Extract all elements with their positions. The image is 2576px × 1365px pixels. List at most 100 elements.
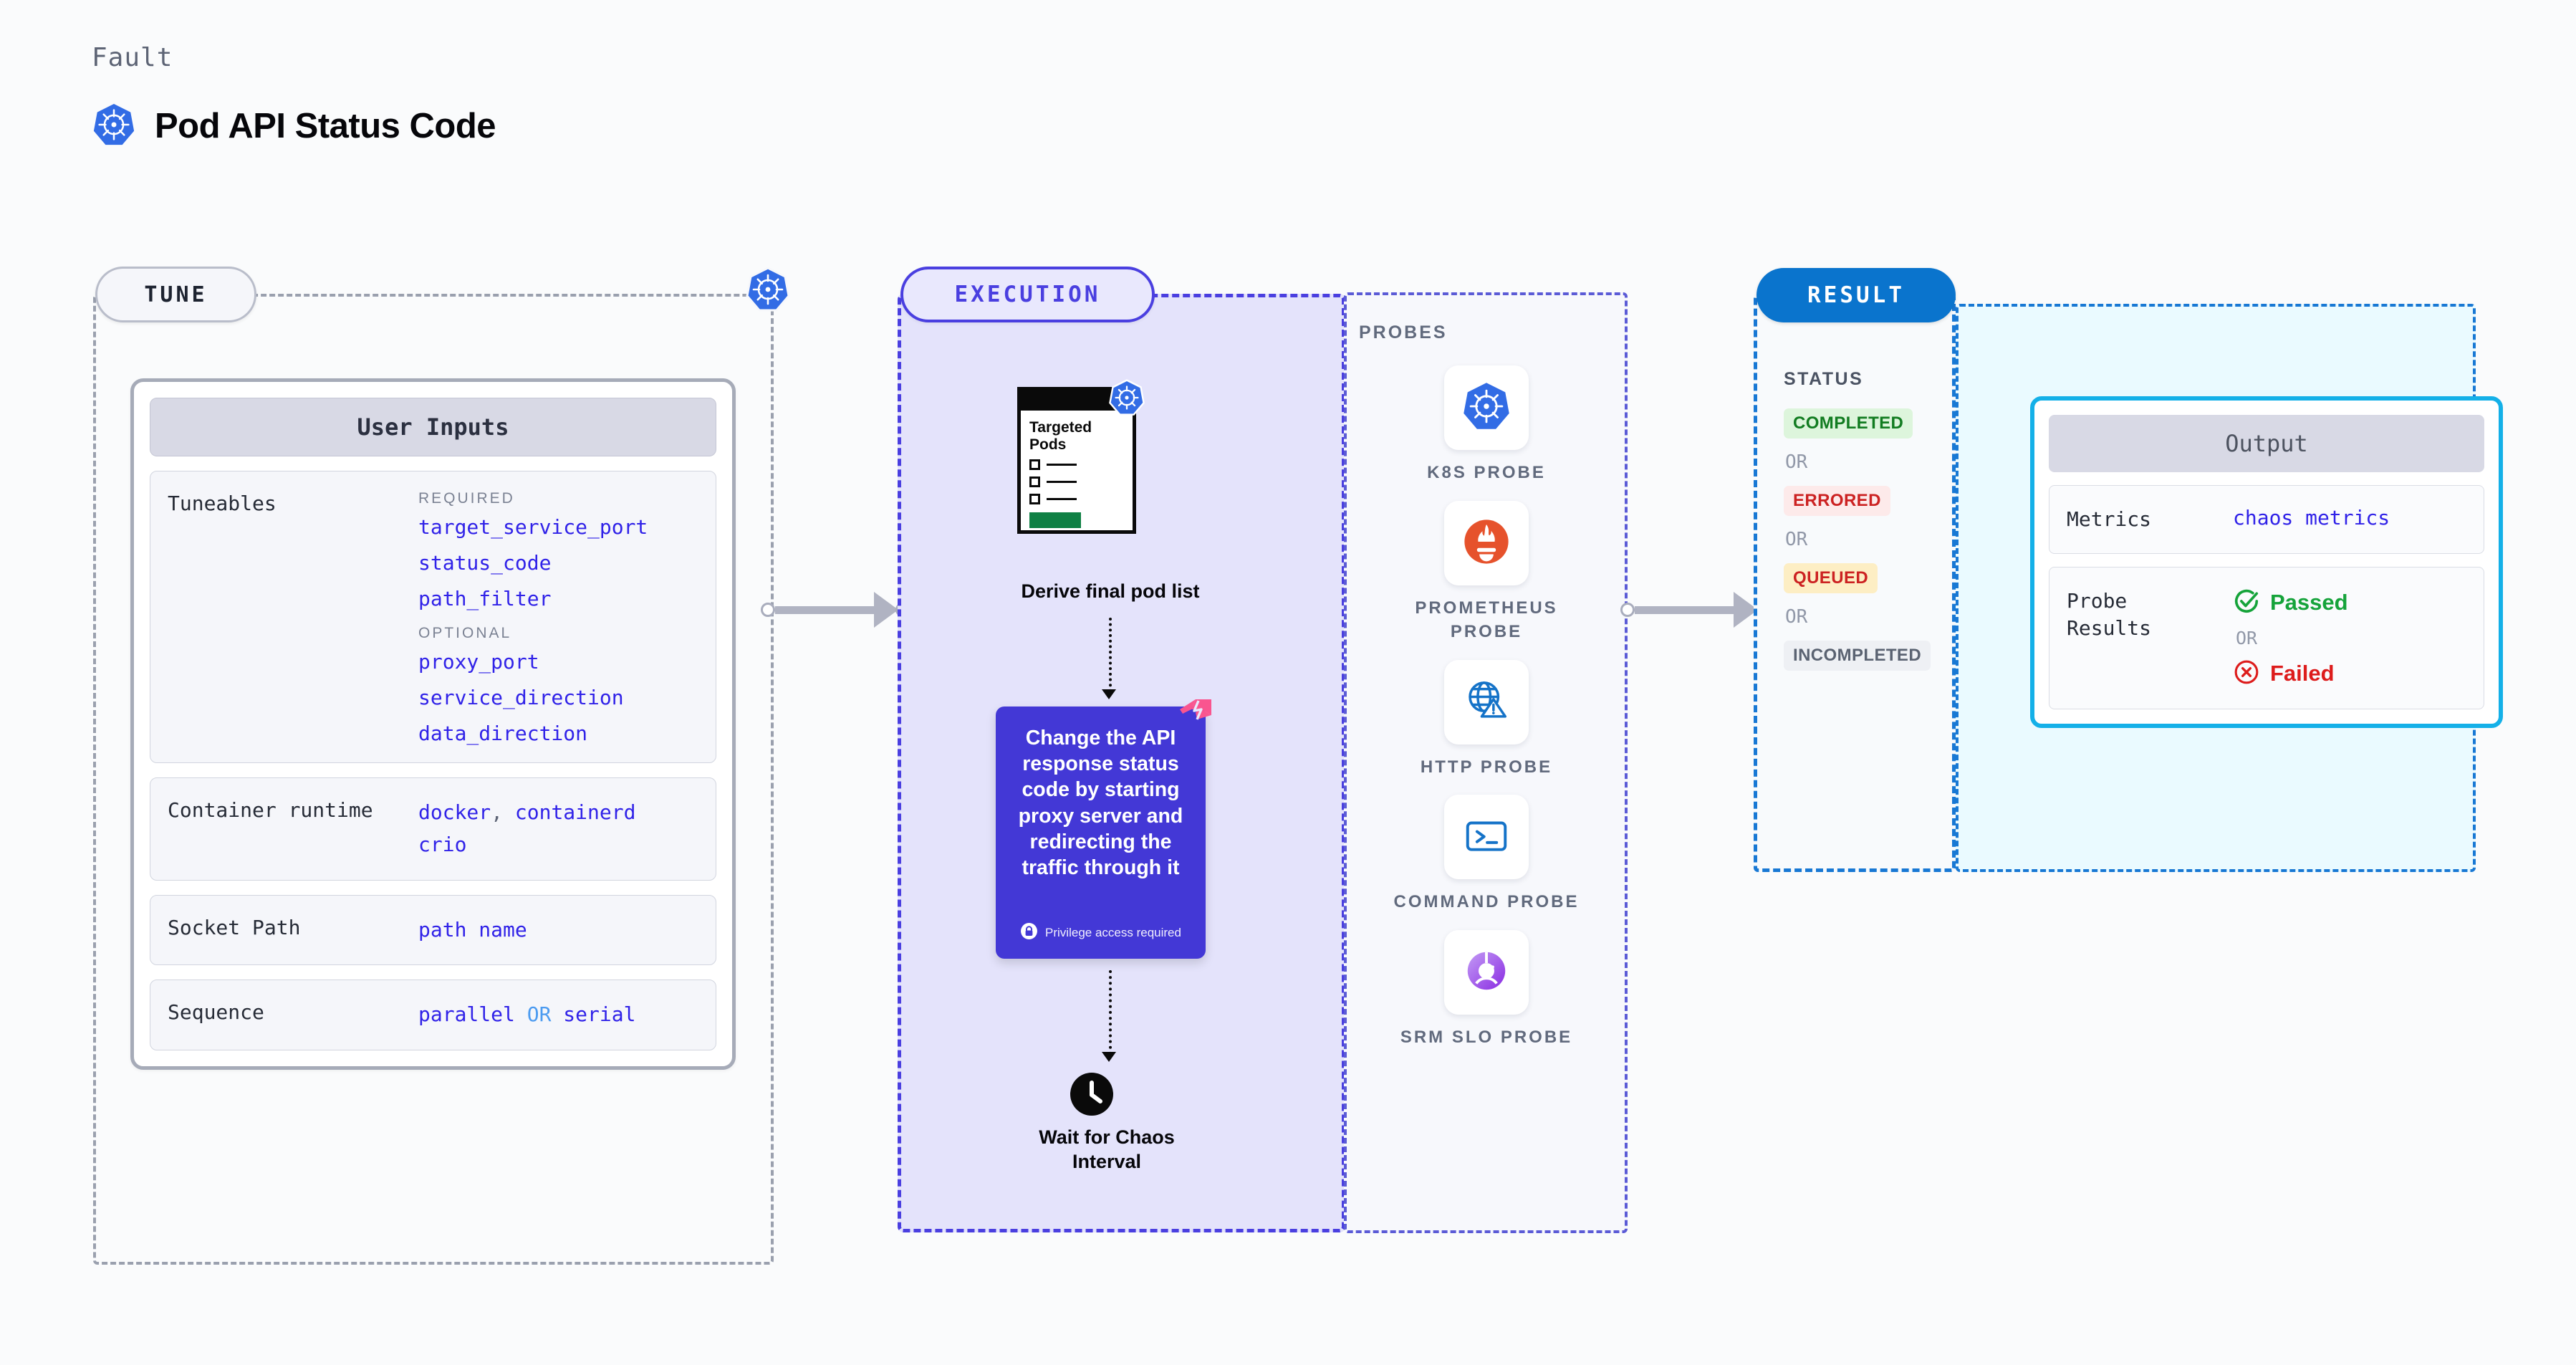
probe-result-passed: Passed	[2233, 588, 2348, 618]
tune-region	[93, 294, 774, 1265]
fault-label: Fault	[92, 43, 173, 72]
tuneable-proxy-port[interactable]: proxy_port	[418, 650, 539, 674]
metrics-row: Metrics chaos metrics	[2049, 485, 2484, 554]
terminal-icon	[1461, 810, 1512, 863]
probe-result-or: OR	[2236, 627, 2258, 648]
socket-path-row: Socket Path path name	[150, 894, 716, 966]
privilege-note: Privilege access required	[1020, 922, 1181, 947]
tuneable-status-code[interactable]: status_code	[418, 551, 552, 575]
probe-tile	[1443, 929, 1529, 1015]
probe-label: SRM SLO PROBE	[1400, 1027, 1573, 1047]
connector-bar	[775, 605, 875, 614]
probe-tile	[1443, 365, 1529, 450]
probe-results-label: Probe Results	[2067, 588, 2152, 640]
status-badge-queued: QUEUED	[1784, 563, 1878, 593]
runtime-containerd[interactable]: containerd	[514, 800, 636, 824]
container-runtime-row: Container runtime docker, containerd cri…	[150, 777, 716, 881]
harness-pinwheel-icon	[1176, 695, 1216, 738]
prometheus-icon	[1461, 517, 1512, 570]
status-or: OR	[1785, 529, 1808, 550]
status-column: STATUS COMPLETED OR ERRORED OR QUEUED OR…	[1784, 369, 1948, 671]
tuneable-data-direction[interactable]: data_direction	[418, 722, 588, 745]
runtime-docker[interactable]: docker	[418, 800, 491, 824]
socket-path-label: Socket Path	[168, 915, 301, 939]
status-or: OR	[1785, 606, 1808, 628]
sequence-value-line: parallel OR serial	[418, 999, 635, 1031]
failed-label: Failed	[2270, 660, 2335, 686]
probe-item-prometheus[interactable]: PROMETHEUS PROBE	[1387, 500, 1586, 644]
kubernetes-icon	[1108, 379, 1145, 419]
probe-tile	[1444, 659, 1529, 744]
sequence-joiner: OR	[527, 1002, 552, 1027]
sequence-serial[interactable]: serial	[563, 1002, 636, 1027]
status-or: OR	[1785, 451, 1808, 473]
list-dash	[1047, 498, 1077, 501]
probe-item-k8s[interactable]: K8S PROBE	[1427, 365, 1546, 485]
connector-execution-to-result	[1620, 592, 1769, 628]
probe-item-http[interactable]: HTTP PROBE	[1420, 659, 1553, 780]
tuneables-values: REQUIRED target_service_port status_code…	[418, 490, 648, 744]
probe-tile	[1444, 795, 1529, 880]
pods-card-body: Targeted Pods	[1021, 411, 1133, 529]
tune-pill[interactable]: TUNE	[95, 267, 256, 322]
connector-arrow-down	[1102, 1052, 1116, 1062]
user-inputs-title: User Inputs	[150, 398, 716, 456]
x-circle-icon	[2233, 658, 2260, 689]
connector-arrow-down	[1102, 689, 1116, 699]
runtime-separator: ,	[491, 800, 504, 824]
connector-dot-left	[1620, 603, 1635, 617]
execution-pill[interactable]: EXECUTION	[900, 267, 1155, 322]
probe-item-command[interactable]: COMMAND PROBE	[1394, 795, 1580, 914]
connector-arrowhead	[874, 592, 898, 628]
status-badge-completed: COMPLETED	[1784, 408, 1913, 439]
status-title: STATUS	[1784, 369, 1864, 389]
connector-action-to-wait	[1109, 970, 1112, 1055]
status-badge-incompleted: INCOMPLETED	[1784, 641, 1931, 671]
srm-slo-icon	[1461, 946, 1512, 999]
targeted-pods-card: Targeted Pods	[1017, 379, 1145, 534]
probe-label: K8S PROBE	[1427, 463, 1546, 482]
action-card: Change the API response status code by s…	[996, 699, 1211, 959]
runtime-line-1: docker, containerd	[418, 797, 635, 829]
page-header: Fault Pod API Status Code	[92, 43, 496, 150]
pods-progress-bar	[1029, 512, 1081, 529]
tuneables-row: Tuneables REQUIRED target_service_port s…	[150, 471, 716, 763]
connector-bar	[1635, 605, 1735, 614]
lock-icon	[1020, 922, 1038, 943]
probe-results-row: Probe Results Passed OR	[2049, 566, 2484, 709]
pods-list-item	[1029, 459, 1124, 471]
wait-clock-icon	[1069, 1071, 1115, 1120]
tuneable-target-service-port[interactable]: target_service_port	[418, 515, 648, 539]
list-dash	[1047, 481, 1077, 484]
action-card-text: Change the API response status code by s…	[1018, 727, 1183, 879]
probe-tile	[1444, 500, 1529, 585]
tuneables-label: Tuneables	[168, 492, 277, 515]
passed-label: Passed	[2270, 589, 2348, 615]
tuneable-service-direction[interactable]: service_direction	[418, 686, 624, 709]
pods-list-item	[1029, 476, 1124, 488]
socket-path-values: path name	[418, 914, 527, 947]
sequence-parallel[interactable]: parallel	[418, 1002, 515, 1027]
result-pill[interactable]: RESULT	[1756, 268, 1956, 322]
metrics-value[interactable]: chaos metrics	[2233, 506, 2390, 530]
runtime-crio[interactable]: crio	[418, 832, 467, 856]
probe-item-srm-slo[interactable]: SRM SLO PROBE	[1400, 929, 1573, 1050]
pods-card-title: Targeted Pods	[1029, 419, 1092, 453]
probe-label: HTTP PROBE	[1420, 757, 1553, 777]
required-group-title: REQUIRED	[418, 490, 515, 507]
output-card: Output Metrics chaos metrics Probe Resul…	[2030, 396, 2503, 728]
checkbox-icon	[1029, 494, 1040, 505]
kubernetes-icon	[1461, 381, 1512, 434]
page-title: Pod API Status Code	[155, 107, 496, 145]
tuneable-path-filter[interactable]: path_filter	[418, 587, 552, 610]
probe-label: PROMETHEUS PROBE	[1415, 598, 1558, 642]
user-inputs-card: User Inputs Tuneables REQUIRED target_se…	[130, 378, 736, 1071]
socket-path-value[interactable]: path name	[418, 917, 527, 942]
targeted-pods-wrap: Targeted Pods	[1017, 379, 1145, 534]
sequence-values: parallel OR serial	[418, 999, 635, 1031]
sequence-row: Sequence parallel OR serial	[150, 980, 716, 1051]
probe-result-failed: Failed	[2233, 658, 2348, 689]
container-runtime-values: docker, containerd crio	[418, 797, 635, 861]
list-dash	[1047, 464, 1077, 466]
derive-pod-list-label: Derive final pod list	[1021, 580, 1200, 602]
